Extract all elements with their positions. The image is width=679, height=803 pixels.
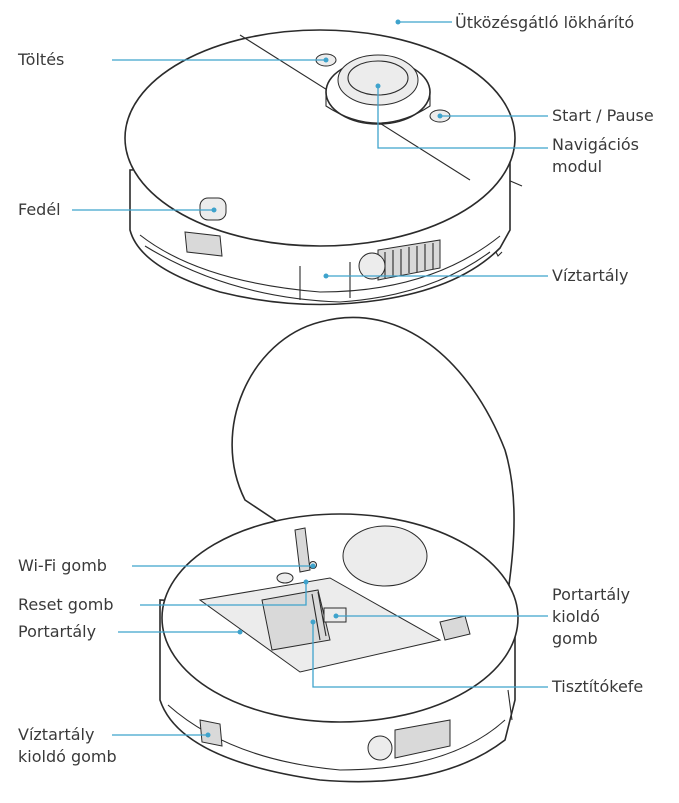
label-water-release: Víztartály kioldó gomb <box>18 724 117 768</box>
brush-bristles <box>311 591 327 641</box>
label-water-tank: Víztartály <box>552 266 629 285</box>
robot-side-seam <box>139 234 501 293</box>
label-dustbin-release-line2: kioldó <box>552 607 600 626</box>
reset-button-shape <box>276 572 294 584</box>
label-nav-module-line2: modul <box>552 157 603 176</box>
label-start-pause: Start / Pause <box>552 106 654 125</box>
water-release-shape <box>199 719 223 747</box>
label-water-release-line2: kioldó gomb <box>18 747 117 766</box>
label-cleaning-brush: Tisztítókefe <box>552 677 644 696</box>
label-dustbin: Portartály <box>18 622 97 641</box>
tank-grill <box>358 239 441 281</box>
lid-handle <box>184 231 223 257</box>
water-tank-edges <box>299 262 351 300</box>
label-nav-module: Navigációs modul <box>552 134 639 178</box>
label-dustbin-release: Portartály kioldó gomb <box>552 584 630 650</box>
robot-base-seam <box>144 245 491 303</box>
label-reset-button: Reset gomb <box>18 595 114 614</box>
label-charge: Töltés <box>18 50 65 69</box>
label-wifi-button: Wi-Fi gomb <box>18 556 107 575</box>
label-dustbin-release-line1: Portartály <box>552 585 631 604</box>
rear-hinge <box>294 527 311 573</box>
front-hinge <box>439 615 471 641</box>
label-water-release-line1: Víztartály <box>18 725 95 744</box>
tank-grill-2 <box>367 719 451 761</box>
leader-lines <box>72 19 548 738</box>
label-dustbin-release-line3: gomb <box>552 629 598 648</box>
top-robot <box>124 29 523 306</box>
side-brush-2 <box>507 689 513 721</box>
label-nav-module-line1: Navigációs <box>552 135 640 154</box>
label-bumper: Ütközésgátló lökhárító <box>455 13 635 32</box>
robot2-nav-module <box>342 525 428 587</box>
label-lid: Fedél <box>18 200 61 219</box>
bottom-robot <box>159 316 519 783</box>
